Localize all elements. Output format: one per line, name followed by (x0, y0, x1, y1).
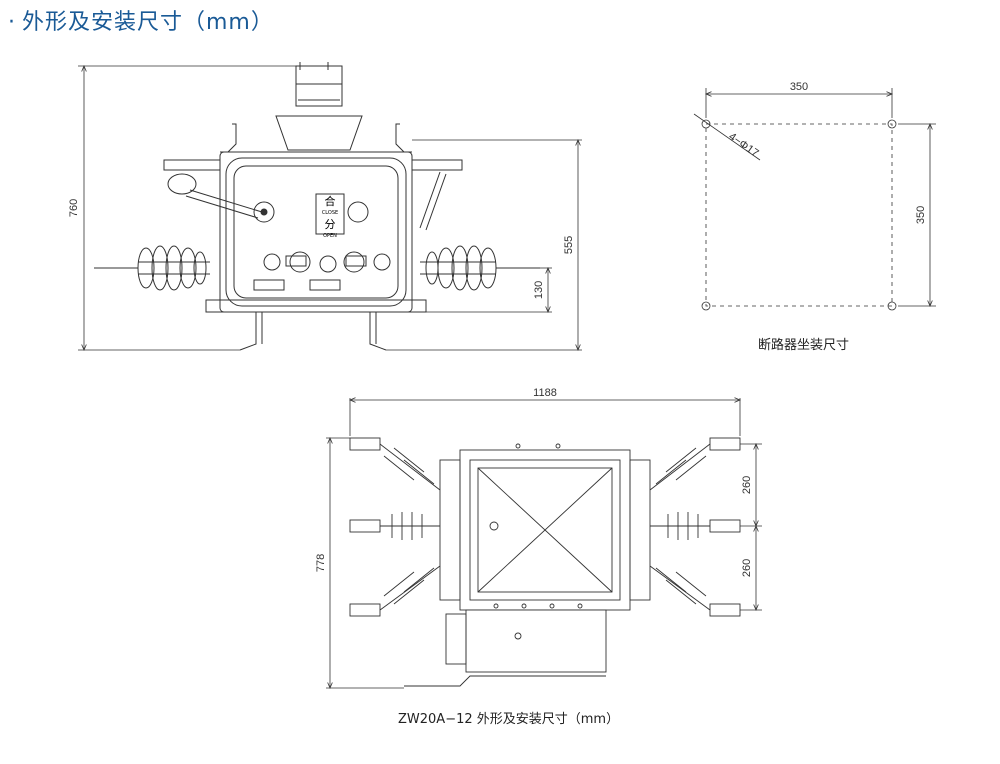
mounting-caption: 断路器坐装尺寸 (758, 338, 850, 353)
open-label: 分 (325, 218, 336, 231)
front-view (94, 62, 540, 351)
dim-mount-holes: 4−Φ17 (726, 131, 760, 160)
page-title: ·外形及安装尺寸（mm） (8, 4, 274, 36)
top-view (349, 437, 741, 687)
left-bushing (94, 245, 210, 291)
title-text: 外形及安装尺寸（mm） (22, 10, 274, 35)
dim-top-height: 778 (315, 554, 327, 572)
mounting-view (693, 88, 936, 311)
dim-mount-width: 350 (790, 81, 808, 93)
left-terminals (349, 437, 441, 617)
dim-height-bushing: 130 (533, 281, 545, 299)
right-bushing (420, 245, 540, 291)
right-terminals (649, 437, 741, 617)
title-bullet: · (8, 10, 16, 35)
dim-pitch-upper: 260 (741, 476, 753, 494)
close-label: 合 (325, 194, 336, 208)
front-view-dimensions (78, 66, 582, 350)
dim-top-width: 1188 (533, 387, 557, 399)
dim-height-body: 555 (563, 236, 575, 254)
dim-height-total: 760 (68, 199, 80, 217)
top-view-dimensions (326, 398, 762, 688)
dim-mount-height: 350 (915, 206, 927, 224)
close-label-en: CLOSE (322, 210, 338, 216)
open-label-en: OPEN (323, 233, 337, 239)
drawing-caption: ZW20A−12 外形及安装尺寸（mm） (398, 712, 620, 727)
dim-pitch-lower: 260 (741, 559, 753, 577)
